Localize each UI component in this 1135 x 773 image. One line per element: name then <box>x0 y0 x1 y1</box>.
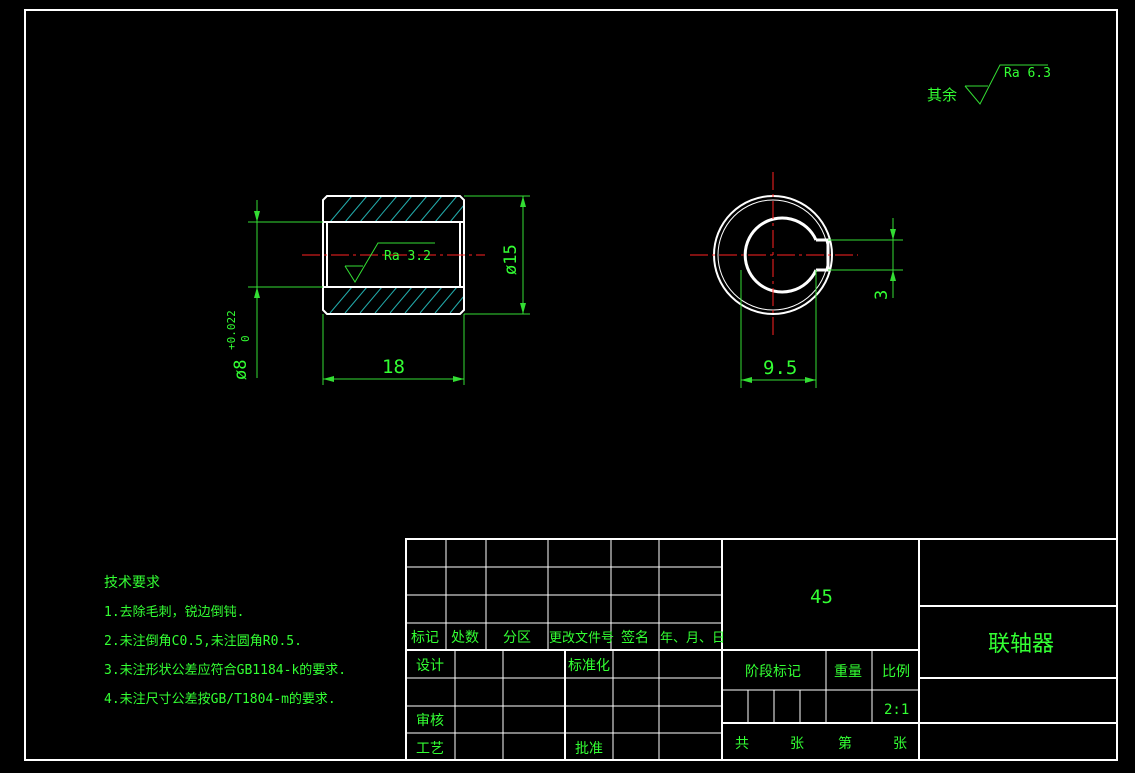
total-label: 共 <box>735 736 749 752</box>
key-width-dim-text: 3 <box>872 290 892 300</box>
review-label: 审核 <box>416 713 444 729</box>
header-date: 年、月、日 <box>660 631 725 646</box>
standardize-label: 标准化 <box>568 658 610 674</box>
title-block: 标记 处数 分区 更改文件号 签名 年、月、日 设计 标准化 审核 工艺 批准 … <box>405 538 1118 761</box>
scale-label: 比例 <box>882 664 910 680</box>
section-view: Ra 3.2 ø15 18 ø8 +0.022 0 <box>225 195 530 385</box>
stage-mark-label: 阶段标记 <box>745 664 801 680</box>
side-view: 3 9.5 <box>690 172 903 388</box>
tech-title: 技术要求 <box>104 575 160 591</box>
roughness-note-value: Ra 6.3 <box>1004 66 1051 81</box>
part-outline <box>322 195 465 315</box>
tech-item: 3.未注形状公差应符合GB1184-k的要求. <box>104 662 346 678</box>
header-count: 处数 <box>451 630 479 646</box>
od-dim-text: ø15 <box>501 244 521 275</box>
bore-dim-text: ø8 <box>231 360 251 380</box>
tech-item: 4.未注尺寸公差按GB/T1804-m的要求. <box>104 691 336 707</box>
material: 45 <box>810 586 833 608</box>
approve-label: 批准 <box>575 741 603 757</box>
header-zone: 分区 <box>503 630 531 646</box>
key-depth-dim-text: 9.5 <box>763 357 797 379</box>
inner-roughness-value: Ra 3.2 <box>384 249 431 264</box>
length-dim-text: 18 <box>382 356 405 378</box>
bore-tol-upper: +0.022 <box>225 310 238 350</box>
roughness-symbol-icon <box>964 64 1048 105</box>
tech-item: 2.未注倒角C0.5,未注圆角R0.5. <box>104 634 302 649</box>
sheets-label: 张 <box>790 736 804 752</box>
sheet-no-label: 第 <box>838 735 852 752</box>
sheets-label-2: 张 <box>893 736 907 752</box>
part-name: 联轴器 <box>988 632 1054 657</box>
design-label: 设计 <box>416 658 444 674</box>
roughness-note-label: 其余 <box>927 86 957 104</box>
bore-tol-lower: 0 <box>239 335 252 342</box>
tech-item: 1.去除毛刺，锐边倒钝. <box>104 605 244 620</box>
weight-label: 重量 <box>834 664 862 680</box>
header-signature: 签名 <box>621 629 649 646</box>
bore-circle <box>743 216 818 294</box>
section-hatch <box>329 195 465 314</box>
header-change-doc: 更改文件号 <box>549 631 614 646</box>
inner-roughness-icon <box>344 242 435 283</box>
scale-value: 2:1 <box>884 702 909 718</box>
tech-requirements: 技术要求 1.去除毛刺，锐边倒钝. 2.未注倒角C0.5,未注圆角R0.5. 3… <box>104 575 346 707</box>
header-mark: 标记 <box>411 630 439 646</box>
process-label: 工艺 <box>416 741 444 757</box>
